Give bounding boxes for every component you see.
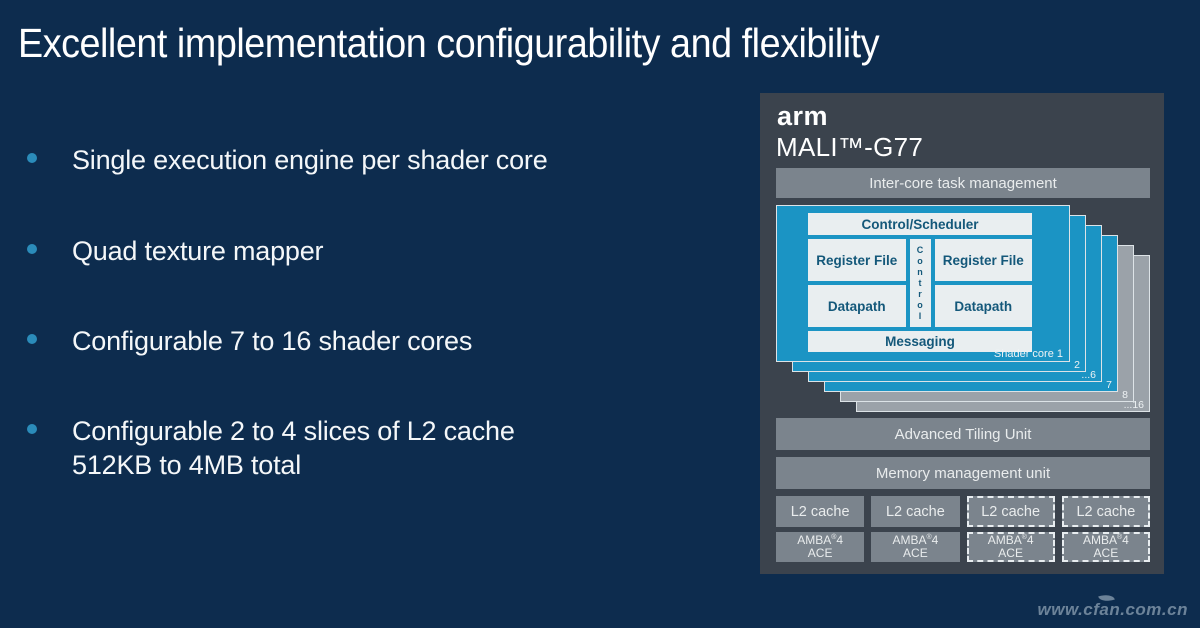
control-strip-block: C o n t r o l (909, 239, 931, 327)
bullet-dot-icon (27, 153, 37, 163)
l2-cache-block-optional: L2 cache (966, 496, 1055, 527)
l2-cache-row: L2 cache L2 cache L2 cache L2 cache (776, 496, 1150, 527)
stack-label: ...6 (1081, 369, 1096, 381)
amba-ace-row: AMBA®4 ACE AMBA®4 ACE AMBA®4 ACE AMBA®4 … (776, 532, 1150, 562)
amba-line1: AMBA®4 (1082, 533, 1129, 547)
datapath-block: Datapath (934, 285, 1032, 327)
stack-label: ...16 (1123, 399, 1144, 411)
register-file-block: Register File (808, 239, 906, 281)
amba-ace-block: AMBA®4 ACE (871, 532, 960, 562)
amba-line2: ACE (998, 546, 1023, 560)
bullet-text-line2: 512KB to 4MB total (72, 450, 302, 480)
watermark: www.cfan.com.cn (1037, 600, 1188, 619)
shader-core-stack: ...16 8 7 ...6 2 Control/Scheduler Regis… (776, 205, 1150, 417)
register-file-block: Register File (934, 239, 1032, 281)
amba-line1: AMBA®4 (892, 533, 939, 547)
shader-core-label: Shader core 1 (993, 348, 1063, 360)
mali-architecture-panel: arm MALI™-G77 Inter-core task management… (760, 93, 1164, 574)
shader-core-1: Control/Scheduler Register File Datapath… (776, 205, 1070, 362)
bullet-dot-icon (27, 334, 37, 344)
messaging-block: Messaging (808, 331, 1032, 352)
intercore-task-management-block: Inter-core task management (776, 168, 1150, 198)
amba-line1: AMBA®4 (987, 533, 1034, 547)
product-name: MALI™-G77 (776, 132, 924, 162)
amba-ace-block-optional: AMBA®4 ACE (1061, 532, 1150, 562)
stack-label: 8 (1122, 389, 1128, 401)
l2-cache-block: L2 cache (871, 496, 960, 527)
l2-cache-block: L2 cache (776, 496, 865, 527)
amba-line2: ACE (903, 546, 928, 560)
l2-cache-block-optional: L2 cache (1061, 496, 1150, 527)
amba-ace-block: AMBA®4 ACE (776, 532, 865, 562)
amba-ace-block-optional: AMBA®4 ACE (966, 532, 1055, 562)
bullet-text: Configurable 2 to 4 slices of L2 cache (72, 416, 515, 446)
datapath-block: Datapath (808, 285, 906, 327)
bullet-text: Configurable 7 to 16 shader cores (72, 326, 473, 356)
control-scheduler-block: Control/Scheduler (808, 213, 1032, 235)
shader-core-internals: Control/Scheduler Register File Datapath… (808, 213, 1032, 352)
bullet-list: Single execution engine per shader core … (27, 145, 548, 480)
bullet-dot-icon (27, 244, 37, 254)
advanced-tiling-unit-block: Advanced Tiling Unit (776, 418, 1150, 450)
bullet-text: Quad texture mapper (72, 236, 324, 266)
stack-label: 2 (1074, 359, 1080, 371)
stack-label: 7 (1106, 379, 1112, 391)
slide-title: Excellent implementation configurability… (18, 20, 880, 66)
amba-line1: AMBA®4 (797, 533, 844, 547)
bullet-dot-icon (27, 424, 37, 434)
amba-line2: ACE (807, 546, 833, 560)
amba-line2: ACE (1093, 546, 1119, 560)
memory-management-unit-block: Memory management unit (776, 457, 1150, 489)
bullet-text: Single execution engine per shader core (72, 145, 548, 175)
arm-logo: arm (777, 101, 829, 131)
